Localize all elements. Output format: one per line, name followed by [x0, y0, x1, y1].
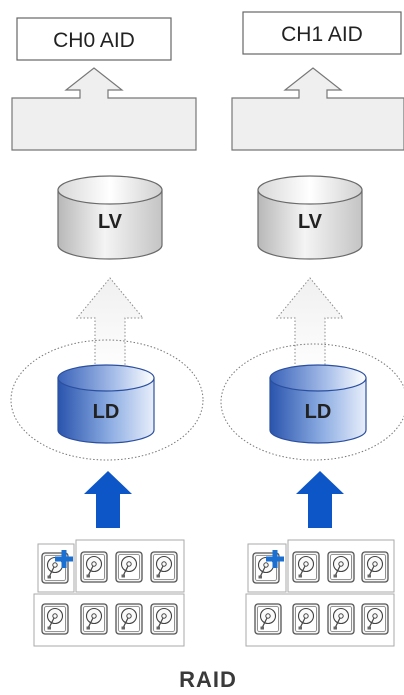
- plus-icon: [55, 550, 73, 568]
- ch1-lv-label: LV: [298, 211, 323, 233]
- ch1-drive: [327, 551, 355, 583]
- ch1-controller-block: [231, 67, 404, 151]
- ch1-aid-box: CH1 AID: [242, 11, 402, 55]
- ch0-aid-label: CH0 AID: [53, 29, 135, 52]
- ch1-drive: [327, 603, 355, 635]
- ch1-drive: [254, 603, 282, 635]
- ch1-drive: [292, 551, 320, 583]
- ch1-ghost-arrow: [275, 277, 345, 379]
- ch0-drive: [115, 603, 143, 635]
- ch0-ld-boundary: [10, 339, 204, 461]
- ch1-lv-cylinder: LV: [257, 175, 363, 260]
- ch1-aid-label: CH1 AID: [281, 23, 363, 46]
- ch0-ghost-arrow: [75, 277, 145, 379]
- ch0-hot-spare-drive: [41, 550, 73, 584]
- ch0-drive: [150, 551, 178, 583]
- ch0-lv-cylinder: LV: [57, 175, 163, 260]
- ch0-drive: [41, 603, 69, 635]
- ch0-aid-box: CH0 AID: [16, 17, 172, 61]
- ch0-lv-label: LV: [98, 211, 123, 233]
- ch1-ld-boundary: [220, 343, 404, 461]
- ch0-ld-cylinder: LD: [57, 364, 155, 444]
- ch0-drive: [115, 551, 143, 583]
- ch1-drive: [292, 603, 320, 635]
- ch1-ld-cylinder: LD: [269, 364, 367, 444]
- ch0-drive-group: [33, 539, 185, 647]
- ch1-ld-label: LD: [305, 401, 332, 423]
- plus-icon: [266, 550, 284, 568]
- channel-1: CH1 AID LV LD: [220, 11, 404, 647]
- ch0-ld-label: LD: [93, 401, 120, 423]
- ch1-drive-group: [245, 539, 395, 647]
- raid-title: RAID: [179, 667, 237, 692]
- ch0-controller-block: [11, 67, 197, 151]
- ch1-drive: [361, 551, 389, 583]
- ch0-drive: [150, 603, 178, 635]
- ch0-drive: [80, 603, 108, 635]
- channel-0: CH0 AID LV LD: [10, 17, 204, 647]
- ch1-drive: [361, 603, 389, 635]
- ch1-blue-arrow: [296, 471, 344, 528]
- ch0-blue-arrow: [84, 471, 132, 528]
- ch0-drive: [80, 551, 108, 583]
- ch1-hot-spare-drive: [252, 550, 284, 584]
